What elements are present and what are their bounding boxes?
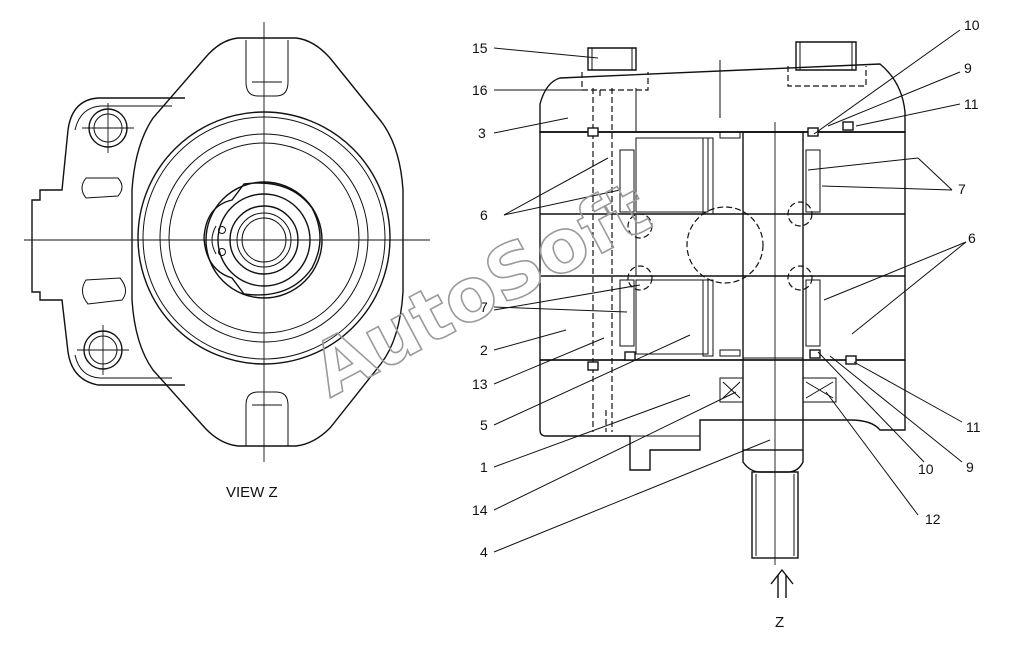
callout-10: 10 bbox=[964, 17, 980, 33]
callout-10: 10 bbox=[918, 461, 934, 477]
seal-lower bbox=[845, 355, 857, 365]
callout-15: 15 bbox=[472, 40, 488, 56]
callout-13: 13 bbox=[472, 376, 488, 392]
callout-3: 3 bbox=[478, 125, 486, 141]
callout-14: 14 bbox=[472, 502, 488, 518]
port-boss bbox=[31, 97, 185, 386]
direction-arrow bbox=[770, 568, 794, 598]
callout-11: 11 bbox=[966, 419, 981, 435]
top-slot bbox=[245, 40, 289, 97]
callout-12: 12 bbox=[925, 511, 941, 527]
callout-9: 9 bbox=[966, 459, 974, 475]
port-boss-right bbox=[795, 41, 857, 71]
seal-upper bbox=[807, 127, 819, 137]
side-plate-upper bbox=[805, 149, 821, 213]
leader-lines bbox=[493, 29, 967, 553]
callout-16: 16 bbox=[472, 82, 488, 98]
callout-9: 9 bbox=[964, 60, 972, 76]
front-body bbox=[539, 360, 906, 471]
bolt-hole-upper bbox=[82, 103, 134, 153]
callout-6: 6 bbox=[480, 207, 488, 223]
callout-4: 4 bbox=[480, 544, 488, 560]
snap-ring bbox=[203, 182, 321, 296]
callout-2: 2 bbox=[480, 342, 488, 358]
view-z-label: VIEW Z bbox=[226, 484, 278, 501]
callout-labels: 15 16 3 6 7 2 13 5 1 14 4 10 9 11 7 6 11… bbox=[472, 17, 981, 560]
callout-6: 6 bbox=[968, 230, 976, 246]
oil-seal bbox=[719, 377, 744, 403]
section-drawing: Z bbox=[539, 41, 906, 631]
side-plate-lower bbox=[805, 279, 821, 347]
port-boss-left bbox=[587, 47, 637, 71]
callout-7: 7 bbox=[958, 181, 966, 197]
direction-label: Z bbox=[775, 614, 784, 631]
callout-7: 7 bbox=[480, 299, 488, 315]
view-z-drawing: VIEW Z bbox=[24, 22, 430, 501]
flange-outline bbox=[131, 37, 404, 447]
callout-5: 5 bbox=[480, 417, 488, 433]
callout-11: 11 bbox=[964, 96, 979, 112]
bolt-hole-lower bbox=[77, 325, 129, 375]
drive-shaft bbox=[742, 131, 804, 451]
through-bolt bbox=[592, 88, 613, 432]
driven-gear-upper bbox=[635, 137, 709, 213]
bottom-slot bbox=[245, 391, 289, 446]
driven-gear-lower bbox=[635, 279, 709, 355]
gear-pitch-circle bbox=[686, 206, 764, 284]
drive-gear-upper bbox=[742, 131, 804, 215]
callout-1: 1 bbox=[480, 459, 488, 475]
